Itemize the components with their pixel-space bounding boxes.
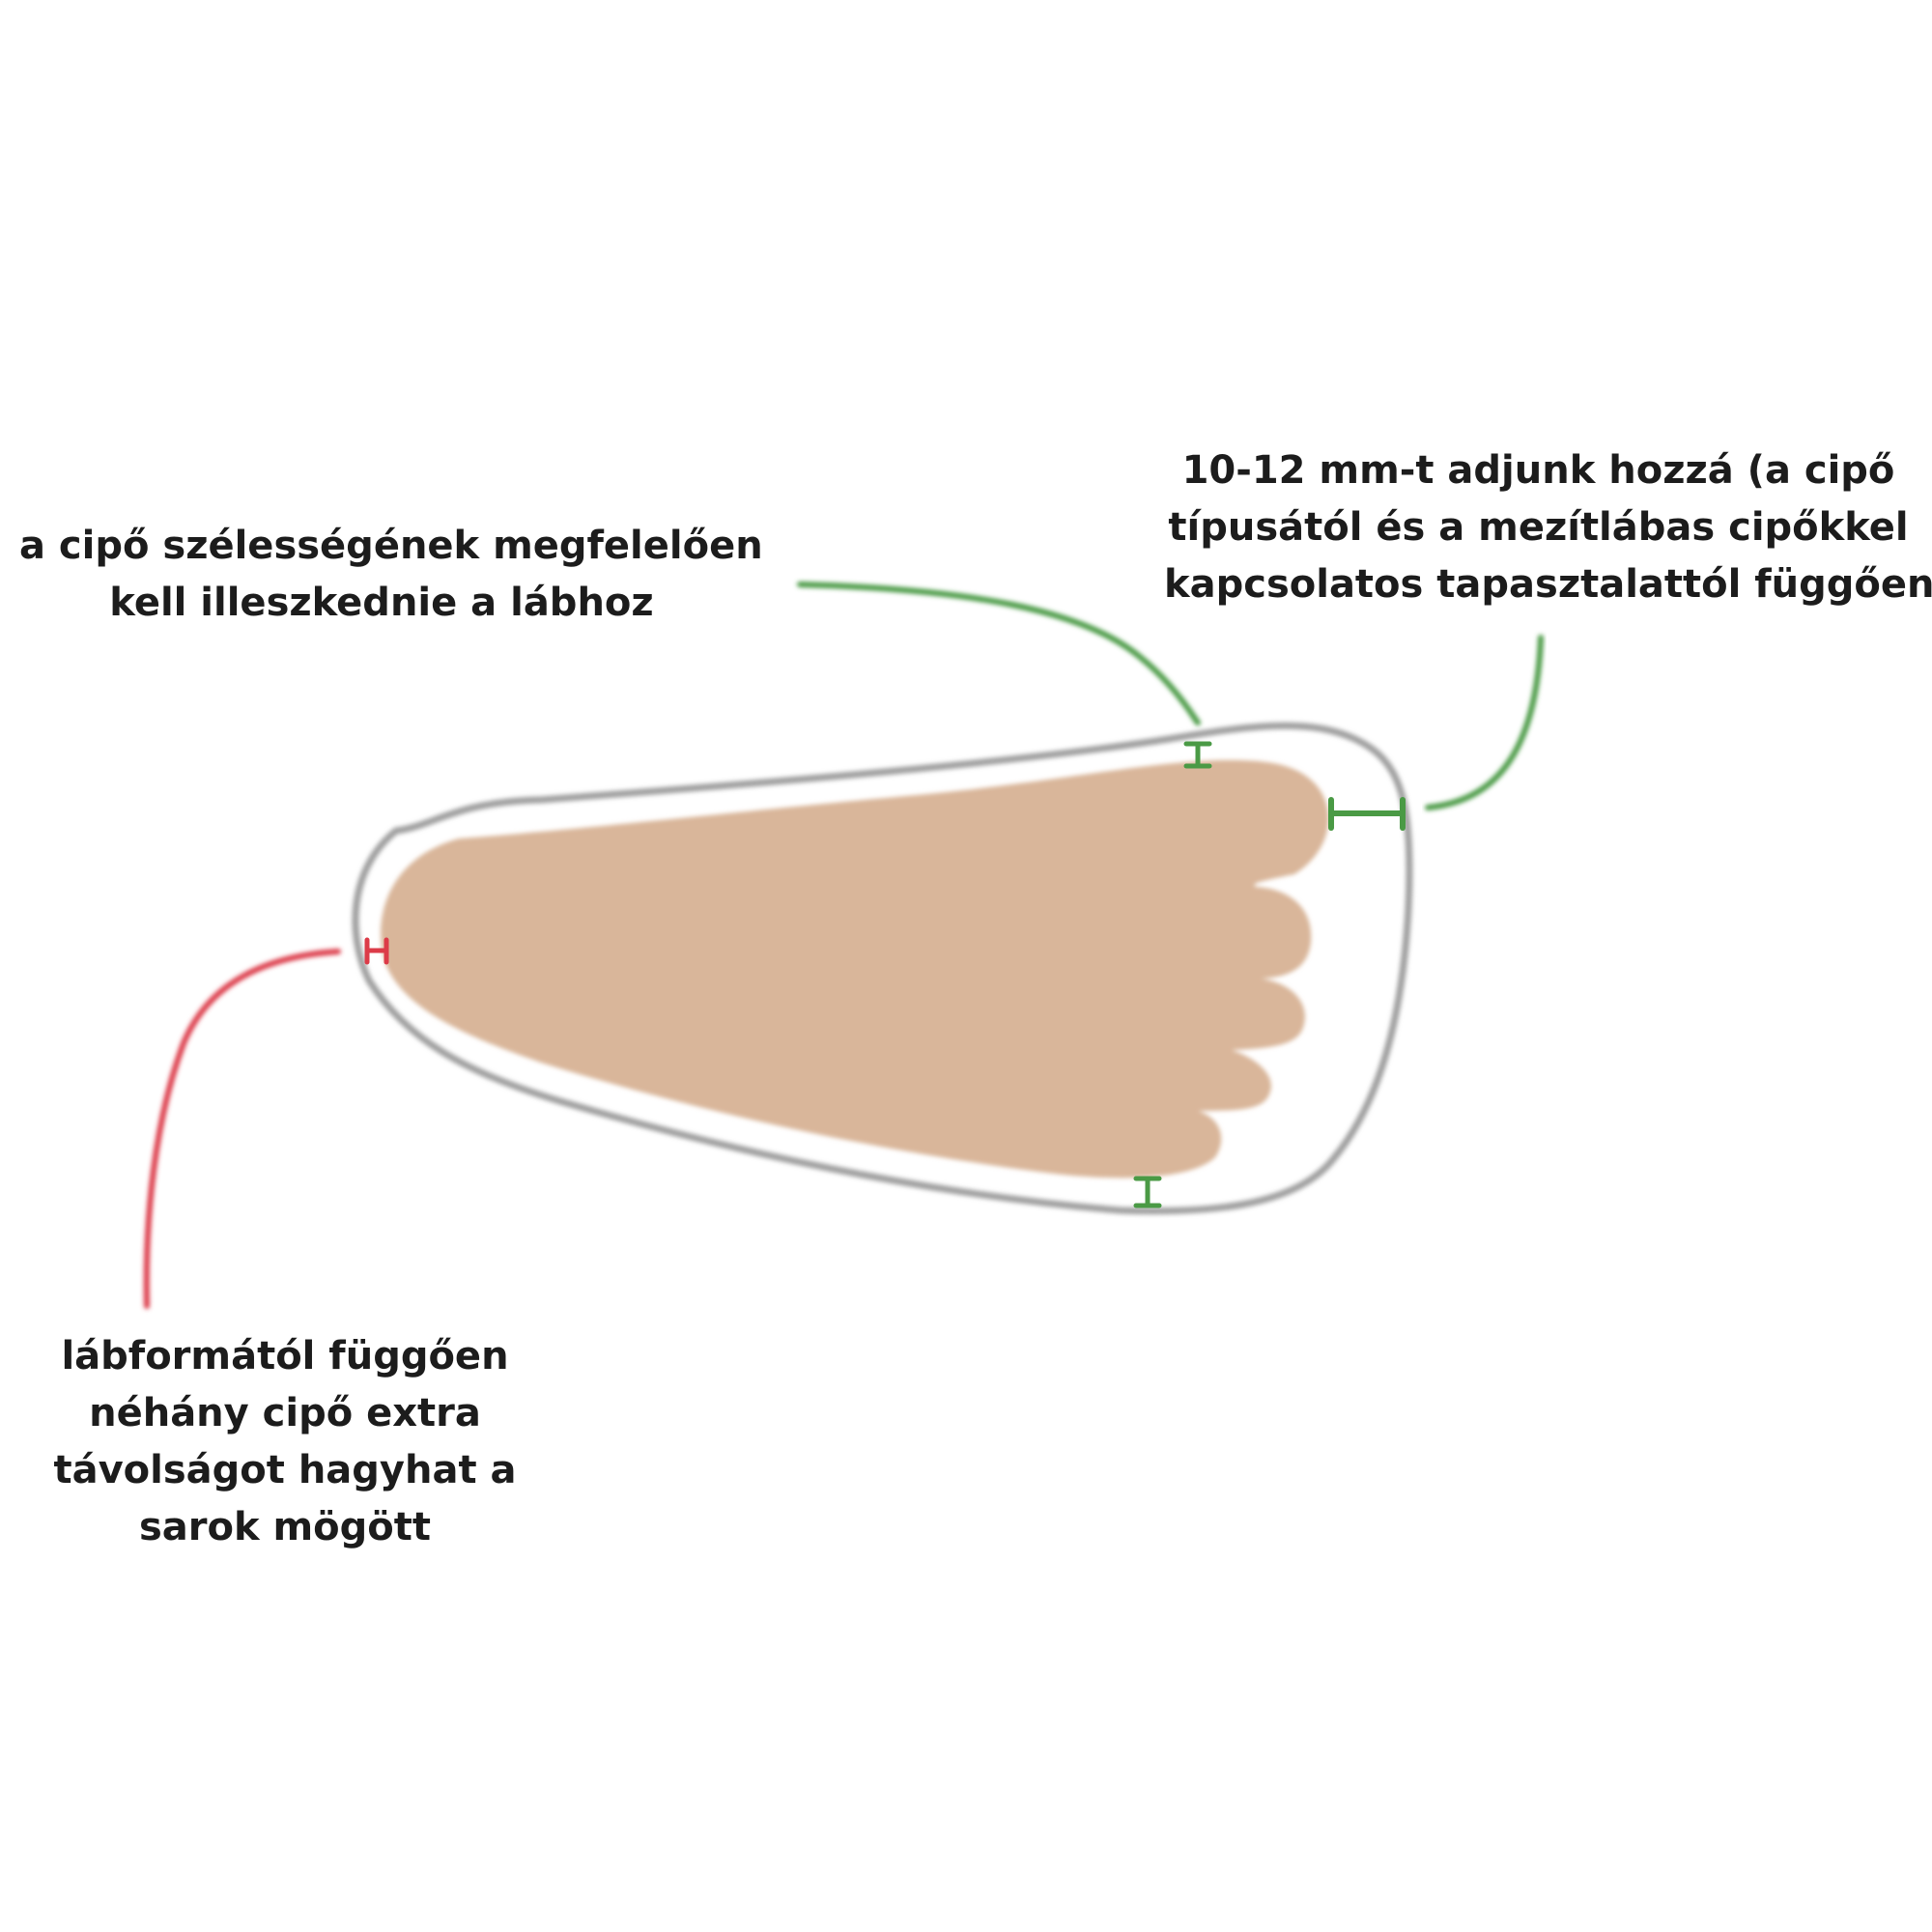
heel-space-label-line: sarok mögött [138, 1505, 432, 1549]
heel-space-label-line: lábformától függően [61, 1334, 509, 1378]
width-fit-label-line: kell illeszkednie a lábhoz [109, 581, 654, 625]
toe-allowance-leader-line [1425, 635, 1544, 810]
toe-allowance-label-line: kapcsolatos tapasztalattól függően) [1164, 562, 1932, 607]
heel-space-label-line: távolságot hagyhat a [53, 1448, 517, 1492]
foot-silhouette [381, 759, 1329, 1179]
toe-allowance-marker [1328, 797, 1406, 831]
heel-space-label-line: néhány cipő extra [89, 1391, 481, 1435]
width-fit-label-line: a cipő szélességének megfelelően [19, 524, 763, 568]
top-width-marker [1183, 741, 1212, 769]
width-fit-leader-line [797, 582, 1201, 726]
heel-space-leader-line [143, 949, 341, 1309]
toe-allowance-label: 10-12 mm-t adjunk hozzá (a cipő típusátó… [1164, 442, 1932, 613]
toe-allowance-label-line: típusától és a mezítlábas cipőkkel [1168, 505, 1909, 550]
bottom-width-marker [1133, 1176, 1162, 1208]
heel-space-marker [364, 937, 389, 965]
shoe-outline [352, 722, 1413, 1215]
toe-allowance-label-line: 10-12 mm-t adjunk hozzá (a cipő [1181, 448, 1895, 493]
width-fit-label: a cipő szélességének megfelelően kell il… [19, 518, 763, 632]
heel-space-label: lábformától függően néhány cipő extra tá… [39, 1328, 531, 1556]
